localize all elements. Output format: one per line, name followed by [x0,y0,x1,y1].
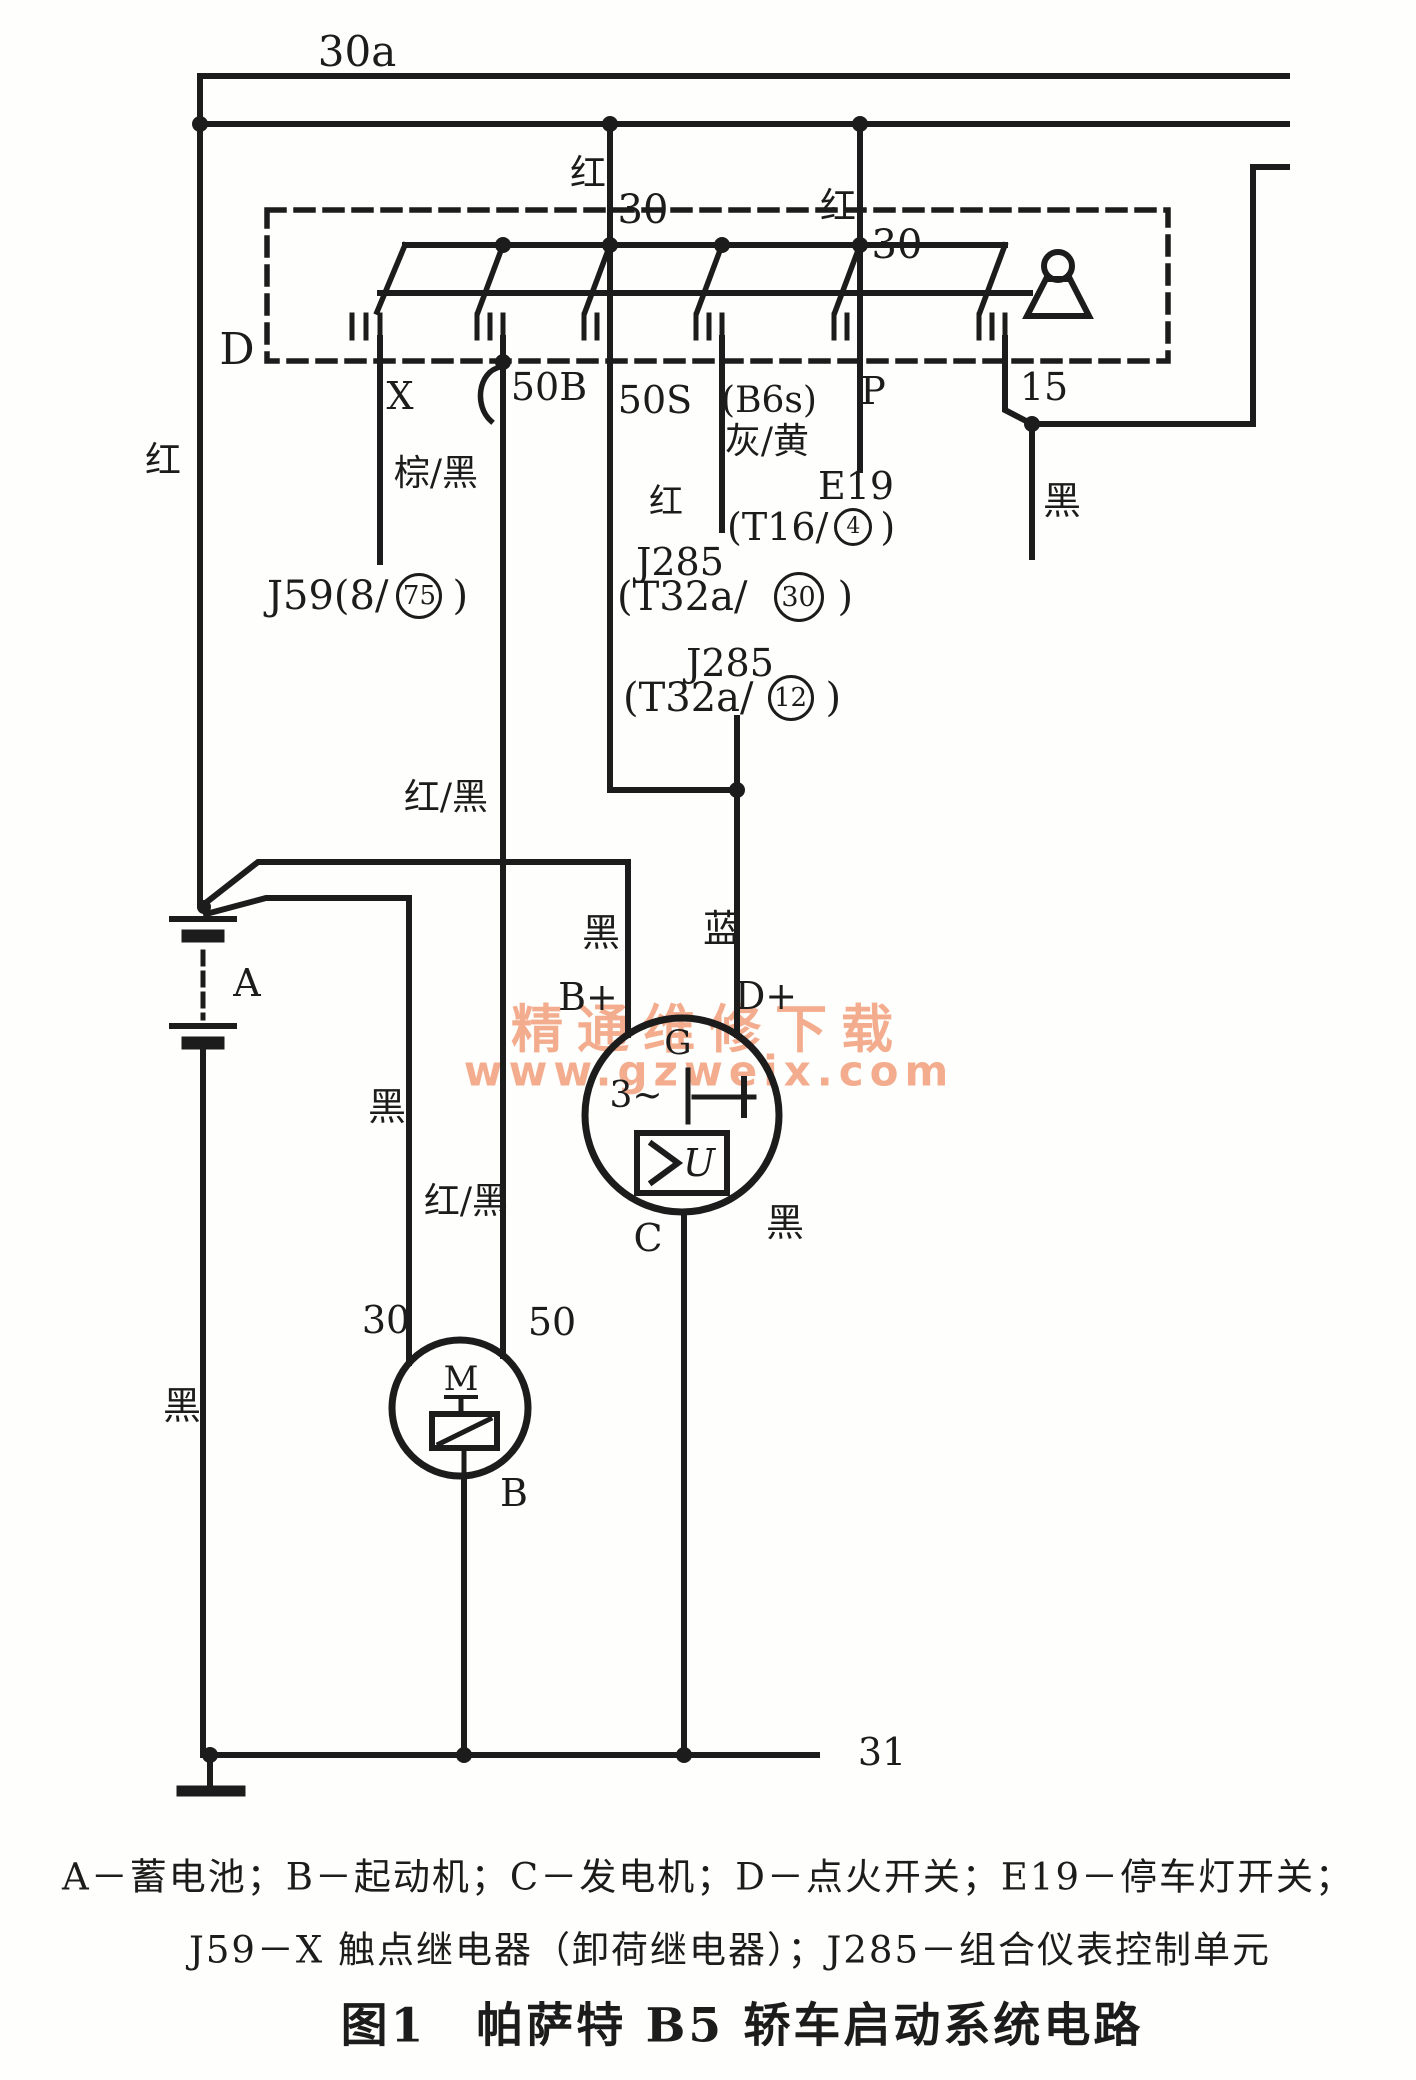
wire-color-black-starter: 黑 [367,1085,407,1129]
ref-j285b-post: ) [825,675,842,721]
generator-phases-label: 3~ [609,1075,663,1116]
battery-a-label: A [233,961,261,1005]
ref-j285a-post: ) [837,574,854,620]
ref-e19-pre: (T16/ [727,505,829,549]
generator-g-label: G [664,1023,692,1063]
wire-color-black-battery: 黑 [162,1384,202,1428]
net-30a-label: 30a [317,27,397,76]
wire-black-bplus [198,859,631,1038]
generator-bplus-label: B+ [558,975,618,1019]
generator-c-label: C [633,1216,663,1260]
legend-line-2: J59－X 触点继电器（卸荷继电器）；J285－组合仪表控制单元 [189,1928,1271,1972]
switch-arms [373,241,1009,316]
ref-j59-pre: J59(8/ [267,573,389,619]
watermark-text: 精通维修下载 [510,1000,908,1061]
regulator-u-label: U [682,1141,716,1185]
junction-dots [192,116,1040,1763]
ref-e19-post: ) [880,505,896,549]
figure-caption: 图1 帕萨特 B5 轿车启动系统电路 [340,1998,1144,2054]
wire-color-red-drop2: 红 [819,186,857,227]
ref-j285a-num: 30 [773,572,824,622]
ref-j285b-pre: (T32a/ [623,675,754,721]
generator-dplus-label: D+ [734,974,798,1018]
wire-color-red-black-upper: 红/黑 [403,777,489,818]
ref-j285a-connector: (T32a/30) [617,572,853,622]
ref-j285b-name: J285 [686,641,774,685]
ignition-switch-label: D [219,324,255,375]
wire-30-starter [202,895,412,1366]
starter-internals [429,1395,500,1479]
switch-contacts [349,312,1008,341]
wire-color-black-generator: 黑 [765,1201,805,1245]
legend-line-1: A－蓄电池；B－起动机；C－发电机；D－点火开关；E19－停车灯开关； [62,1855,1354,1899]
ref-j59-num: 75 [396,573,443,619]
wire-50s [607,121,740,793]
starter-m-label: M [443,1359,479,1399]
ignition-key-icon [1022,249,1094,319]
ref-j285a-pre: (T32a/ [617,574,748,620]
generator-internals [634,1067,757,1196]
terminal-15-label: 15 [1019,365,1069,409]
wire-color-black-15: 黑 [1042,479,1082,523]
terminal-b6s-label: (B6s) [721,380,817,421]
starter-b-label: B [500,1471,528,1515]
terminal-50s-label: 50S [617,378,693,422]
terminal-p-label: P [860,369,886,413]
ignition-switch-box [264,207,1171,364]
ref-j285a-name: J285 [636,540,724,584]
wire-color-red-drop1: 红 [569,153,607,194]
wire-color-brown-black: 棕/黑 [393,453,479,494]
ref-e19-num: 4 [834,508,873,546]
wire-color-blue: 蓝 [702,907,742,951]
watermark-url: www.gzweix.com [463,1046,955,1096]
starter-term50-label: 50 [527,1300,577,1344]
wire-color-black-bplus: 黑 [581,911,621,955]
ref-e19-name: E19 [817,464,895,508]
ref-j285b-connector: (T32a/12) [623,675,841,721]
net-30-right-label: 30 [871,222,923,268]
wire-color-red-left: 红 [144,440,182,481]
net-30-left-label: 30 [617,187,669,233]
wire-color-gray-yellow: 灰/黄 [724,421,810,462]
battery-symbol [169,916,237,1758]
net-31-label: 31 [857,1730,907,1774]
starter-term30-label: 30 [361,1298,411,1342]
ref-j285b-num: 12 [767,675,814,721]
wire-15-drop [1002,335,1035,428]
wire-color-red-50s: 红 [649,482,683,522]
terminal-50b-label: 50B [510,365,588,409]
ref-e19-connector: (T16/4) [727,508,895,546]
ref-j59-post: ) [452,573,469,619]
terminal-x-label: X [386,374,414,418]
wire-color-red-black-lower: 红/黑 [423,1181,509,1222]
ref-j59: J59(8/75) [267,573,468,619]
starter-circle [388,1336,532,1480]
connector-hook [477,363,504,425]
